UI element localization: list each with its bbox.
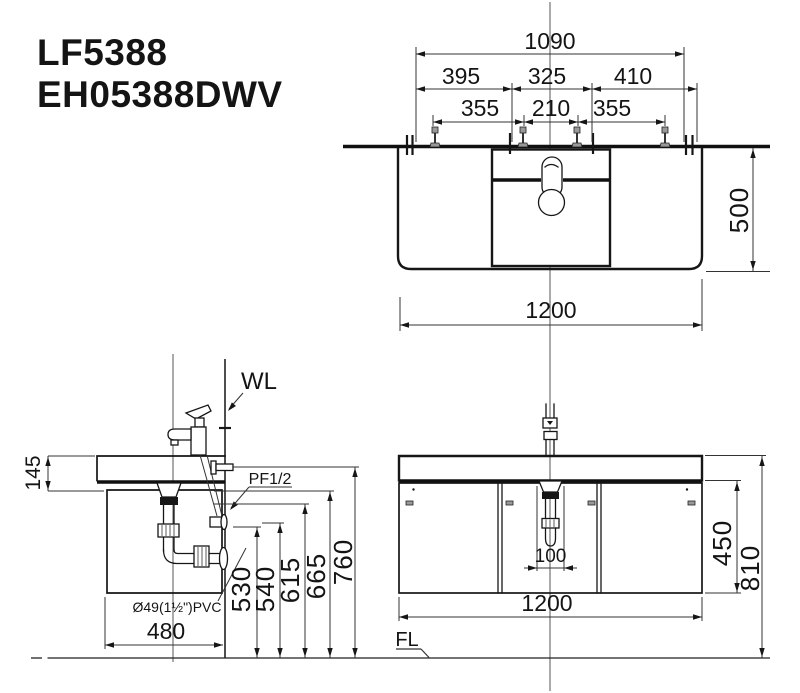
- supply-callout: PF1/2: [227, 471, 292, 512]
- door-handle: [505, 500, 514, 506]
- plan-faucet-base-circle: [537, 188, 566, 217]
- dim-depth-500: 500: [706, 148, 770, 272]
- front-view: 100 450 810 1200: [395, 403, 766, 658]
- floor-line-label: FL: [395, 629, 418, 651]
- wall-stub-flange: [210, 460, 217, 475]
- bolt-icon: [659, 126, 671, 148]
- front-drain-funnel: [538, 480, 563, 493]
- front-cabinet: [398, 482, 703, 594]
- faucet-body: [190, 426, 207, 456]
- drain-pipe-label: Ø49(1½")PVC: [132, 599, 221, 615]
- side-countertop: [96, 455, 226, 484]
- plan-extension-lines: [415, 47, 698, 142]
- floor-line-callout: FL: [395, 629, 430, 658]
- faucet-lever: [184, 404, 212, 420]
- dim-text-145: 145: [22, 455, 45, 490]
- dim-span-row: 395 325 410: [416, 63, 697, 92]
- dim-text-355-right: 355: [593, 95, 631, 121]
- dim-text-355-left: 355: [461, 95, 499, 121]
- dim-text-540: 540: [250, 566, 280, 612]
- dim-text-325: 325: [528, 63, 566, 89]
- dim-text-front-1200: 1200: [521, 590, 572, 616]
- drain-funnel: [156, 482, 182, 498]
- front-drain-cup: [544, 527, 557, 547]
- hinge-dot: [685, 488, 689, 491]
- dim-text-760: 760: [328, 539, 358, 585]
- dim-bolt-row: 355 210 355: [433, 95, 665, 125]
- dim-drain-offset-100: 100: [524, 486, 577, 571]
- trap-elbow-outer: [162, 549, 222, 565]
- trap-wall-flange: [218, 546, 229, 571]
- dim-total-width: 1090: [416, 28, 684, 57]
- supply-label: PF1/2: [249, 471, 292, 488]
- dim-height-615: 615: [214, 503, 309, 658]
- plan-faucet: [537, 156, 566, 217]
- dim-text-615: 615: [275, 557, 305, 603]
- wall-stub: [215, 463, 234, 472]
- model-number-1: LF5388: [37, 32, 168, 73]
- dim-text-530: 530: [226, 566, 256, 612]
- front-drain-nut: [541, 517, 560, 529]
- trap-elbow-inner: [173, 549, 222, 555]
- dim-basin-height-145: 145: [22, 455, 104, 492]
- dim-front-width-1200: 1200: [398, 590, 703, 621]
- model-number-2: EH05388DWV: [37, 74, 283, 115]
- dim-height-540: 540: [250, 522, 284, 658]
- side-faucet: [167, 404, 212, 456]
- dim-text-plan-1200: 1200: [525, 297, 576, 323]
- faucet-spout: [167, 428, 192, 441]
- dim-height-760: 760: [233, 466, 359, 658]
- dim-cabinet-height-450: 450: [705, 480, 741, 594]
- front-drain: [538, 480, 563, 547]
- title-block: LF5388 EH05388DWV: [37, 32, 283, 115]
- dim-counter-height-810: 810: [705, 455, 766, 658]
- plan-faucet-detail: [544, 163, 559, 168]
- drain-pipe-callout: Ø49(1½")PVC: [132, 547, 247, 615]
- faucet-nozzle: [170, 439, 179, 446]
- dim-text-1090: 1090: [524, 28, 575, 54]
- hinge-dot: [412, 488, 415, 491]
- trap-pipe-nut: [193, 545, 210, 568]
- front-faucet-mark: [547, 421, 553, 425]
- dim-text-450: 450: [707, 520, 737, 566]
- dim-cabinet-depth-480: 480: [104, 597, 223, 649]
- bolt-icon: [429, 126, 441, 148]
- drain-compression-nut: [157, 523, 180, 538]
- dim-text-500: 500: [724, 187, 754, 233]
- supply-flange: [220, 513, 228, 531]
- side-drain-trap: [156, 482, 229, 571]
- dim-height-530: 530: [226, 526, 261, 658]
- top-view: 1090 395 325 410 355 210 355: [343, 28, 770, 331]
- front-drain-nut-black: [542, 492, 559, 499]
- front-faucet-ring: [543, 430, 558, 441]
- plan-hanger-ticks: [405, 133, 694, 155]
- dim-text-665: 665: [301, 553, 331, 599]
- side-view: WL: [22, 354, 359, 662]
- dim-text-100: 100: [535, 546, 567, 567]
- side-supply-hoses: [199, 426, 234, 531]
- wall-line-callout: WL: [225, 368, 277, 413]
- front-faucet: [542, 403, 558, 457]
- plan-countertop-outline: [396, 148, 704, 271]
- plan-basin: [490, 148, 612, 268]
- plan-mounting-bolts: [429, 126, 671, 148]
- dim-height-665: 665: [214, 490, 334, 658]
- dim-text-210: 210: [532, 95, 570, 121]
- wall-line-label: WL: [241, 368, 277, 395]
- bolt-icon: [517, 126, 529, 148]
- door-handle: [687, 500, 696, 506]
- door-handle: [405, 500, 414, 506]
- drain-nut-black: [160, 497, 178, 505]
- bolt-icon: [571, 126, 583, 148]
- dim-text-410: 410: [614, 63, 652, 89]
- door-handle: [587, 500, 596, 506]
- faucet-neck: [194, 417, 205, 428]
- supply-connector: [209, 516, 223, 528]
- dim-text-480: 480: [147, 618, 185, 644]
- dim-text-395: 395: [442, 63, 480, 89]
- dim-plan-width-1200: 1200: [399, 279, 703, 331]
- dim-text-810: 810: [735, 545, 765, 591]
